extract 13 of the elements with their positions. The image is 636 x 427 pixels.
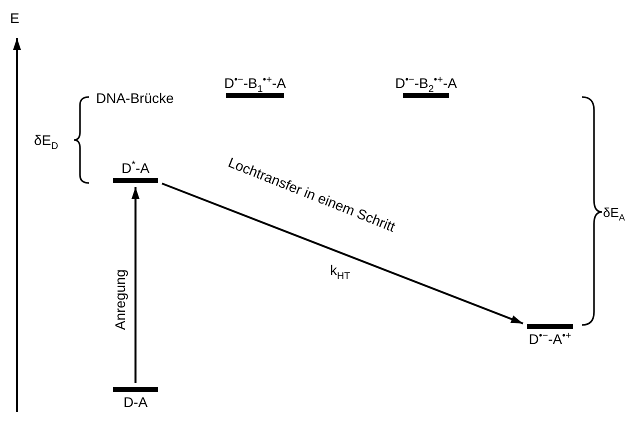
edge-label: Anregung <box>112 269 128 330</box>
energy-gap-label: δE$_{A}$ <box>603 205 625 220</box>
energy-gap-label: δE$_{D}$ <box>34 132 58 148</box>
level-label: D$^{•−}$-B$_{2}$$^{•+}$-A <box>395 75 457 91</box>
level-label: D$^{*}$-A <box>122 160 150 176</box>
axis-label: E <box>10 10 20 26</box>
bridge-label: DNA-Brücke <box>96 90 174 106</box>
rate-constant-label: k$_{HT}$ <box>330 262 350 278</box>
level-label: D$^{•−}$-B$_{1}$$^{•+}$-A <box>224 75 286 91</box>
arrow <box>132 187 140 383</box>
level-label: D$^{•−}$-A$^{•+}$ <box>528 331 572 347</box>
arrow <box>162 182 524 324</box>
level-label: D-A <box>123 394 148 410</box>
